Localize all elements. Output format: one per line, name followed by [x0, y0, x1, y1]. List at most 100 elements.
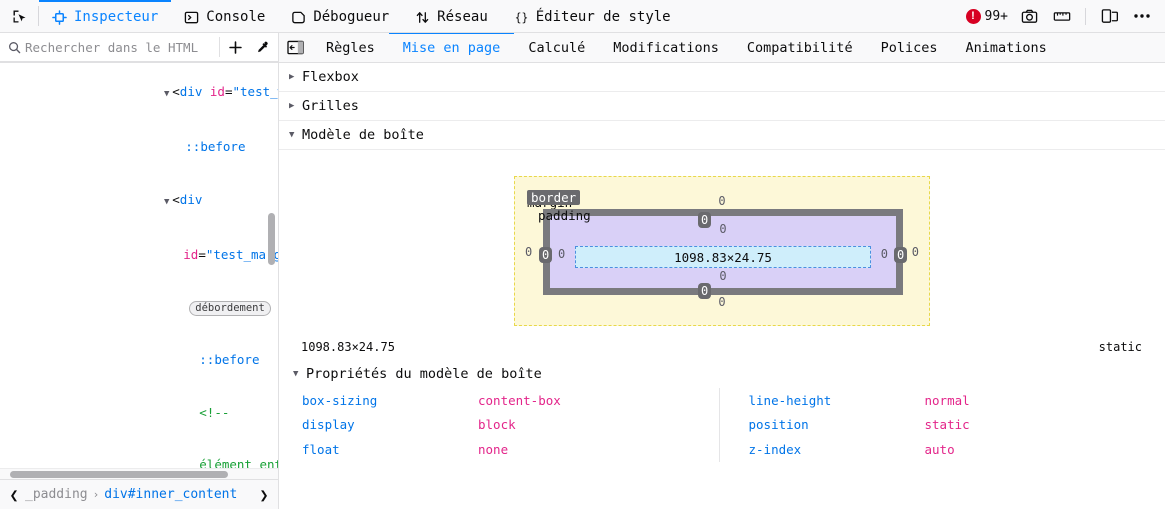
tab-label: Réseau: [437, 9, 488, 25]
box-model-properties-grid: box-sizing content-box display block flo…: [279, 388, 1165, 468]
tab-label: Inspecteur: [74, 9, 159, 25]
overflow-badge[interactable]: débordement: [189, 300, 271, 316]
breadcrumb-current-item[interactable]: div#inner_content: [104, 487, 238, 502]
expand-twisty-icon[interactable]: ▼: [164, 88, 170, 99]
property-name[interactable]: box-sizing: [302, 392, 378, 408]
search-input[interactable]: [21, 39, 219, 55]
three-pane-toggle-icon[interactable]: [279, 33, 312, 62]
tab-debogueur[interactable]: Débogueur: [278, 0, 402, 32]
layout-panel: ▶ Flexbox ▶ Grilles ▼ Modèle de boîte ma…: [279, 63, 1165, 509]
box-model-summary-row: 1098.83×24.75 static: [279, 334, 1165, 358]
devtools-main-toolbar: Inspecteur Console Débogueur: [0, 0, 1165, 33]
dom-search-bar: [0, 33, 279, 62]
margin-left-value[interactable]: 0: [525, 245, 533, 259]
border-bottom-value[interactable]: 0: [698, 283, 712, 299]
dom-tree-panel: ▼<div id="test_wrapper" ::before ▼<div i…: [0, 63, 279, 509]
dom-node-row[interactable]: élément entouré de: [0, 439, 278, 468]
chevron-down-icon[interactable]: ▼: [293, 369, 299, 379]
property-value[interactable]: none: [478, 441, 509, 457]
property-row: display block: [302, 413, 719, 438]
subtab-modifications[interactable]: Modifications: [599, 32, 733, 62]
subtab-compatibilite[interactable]: Compatibilité: [733, 32, 867, 62]
summary-position: static: [1098, 340, 1142, 354]
margin-top-value[interactable]: 0: [718, 194, 726, 208]
box-model-padding-region[interactable]: 1098.83×24.75 0 0 0 0: [550, 216, 896, 288]
tab-inspecteur[interactable]: Inspecteur: [39, 0, 172, 32]
property-value[interactable]: static: [924, 417, 970, 433]
style-editor-icon: {}: [514, 10, 529, 25]
box-model-border-region[interactable]: 1098.83×24.75 0 0 0 0: [543, 209, 903, 295]
dom-node-row[interactable]: ▼<div: [0, 173, 278, 229]
summary-size: 1098.83×24.75: [301, 340, 395, 354]
eyedropper-icon[interactable]: [249, 35, 276, 59]
subtab-mise-en-page[interactable]: Mise en page: [388, 32, 515, 62]
property-name[interactable]: line-height: [748, 392, 832, 408]
dom-node-row[interactable]: id="test_margin_padd: [183, 247, 278, 262]
subtab-calcule[interactable]: Calculé: [514, 32, 599, 62]
expand-twisty-icon[interactable]: ▼: [164, 196, 170, 207]
property-value[interactable]: block: [478, 417, 516, 433]
dom-node-row[interactable]: ::before: [0, 121, 278, 174]
tab-reseau[interactable]: Réseau: [402, 0, 501, 32]
box-model-margin-region[interactable]: margin 0 0 0 0 1098.83×24.75 0 0 0: [514, 176, 930, 326]
tab-editeur-de-style[interactable]: {} Éditeur de style: [501, 0, 684, 32]
property-row: box-sizing content-box: [302, 388, 719, 413]
box-model-content-region[interactable]: 1098.83×24.75: [575, 246, 871, 268]
toolbar-divider: [38, 6, 39, 26]
toolbar-divider: [1085, 7, 1086, 25]
breadcrumb-truncated-item[interactable]: _padding: [25, 487, 88, 502]
border-left-value[interactable]: 0: [539, 247, 553, 263]
padding-top-value[interactable]: 0: [719, 222, 727, 236]
chevron-left-icon[interactable]: ❮: [9, 485, 19, 504]
tab-console[interactable]: Console: [171, 0, 278, 32]
meatball-menu-icon[interactable]: [1130, 4, 1154, 28]
properties-column-left: box-sizing content-box display block flo…: [279, 388, 719, 462]
dom-node-row[interactable]: <!--: [0, 386, 278, 439]
padding-left-value[interactable]: 0: [558, 247, 566, 261]
svg-text:{}: {}: [514, 11, 528, 24]
property-name[interactable]: display: [302, 417, 355, 433]
property-name[interactable]: float: [302, 441, 340, 457]
plus-icon[interactable]: [222, 35, 249, 59]
comment-text: <!--: [199, 404, 230, 420]
subtab-regles[interactable]: Règles: [312, 32, 389, 62]
chevron-right-icon[interactable]: ▶: [289, 101, 295, 111]
search-icon: [8, 41, 21, 54]
property-name[interactable]: z-index: [748, 441, 802, 457]
accordion-grilles[interactable]: ▶ Grilles: [279, 92, 1165, 121]
property-row: position static: [749, 413, 1165, 438]
camera-icon[interactable]: [1017, 4, 1041, 28]
subtab-animations[interactable]: Animations: [951, 32, 1060, 62]
dom-node-row[interactable]: débordement: [0, 281, 278, 334]
toolbar-right-controls: ! 99+: [965, 0, 1165, 32]
box-model-properties-header[interactable]: ▼ Propriétés du modèle de boîte: [279, 358, 1165, 388]
properties-header-label: Propriétés du modèle de boîte: [306, 366, 542, 382]
dom-node-row[interactable]: ::before: [0, 334, 278, 387]
padding-right-value[interactable]: 0: [880, 247, 888, 261]
dom-tree-vertical-scrollbar[interactable]: [268, 213, 275, 265]
accordion-flexbox[interactable]: ▶ Flexbox: [279, 63, 1165, 92]
chevron-right-icon[interactable]: ▶: [289, 72, 295, 82]
chevron-down-icon[interactable]: ▼: [289, 130, 295, 140]
padding-bottom-value[interactable]: 0: [719, 269, 727, 283]
property-value[interactable]: normal: [924, 392, 970, 408]
property-name[interactable]: position: [748, 417, 809, 433]
responsive-mode-icon[interactable]: [1097, 4, 1121, 28]
content-size-label: 1098.83×24.75: [674, 249, 772, 265]
accordion-modele-de-boite[interactable]: ▼ Modèle de boîte: [279, 121, 1165, 150]
margin-bottom-value[interactable]: 0: [718, 295, 726, 309]
dom-tree-scroll-area[interactable]: ▼<div id="test_wrapper" ::before ▼<div i…: [0, 63, 278, 469]
element-picker-icon[interactable]: [0, 0, 38, 32]
ruler-icon[interactable]: [1050, 4, 1074, 28]
subtab-polices[interactable]: Polices: [867, 32, 952, 62]
property-value[interactable]: auto: [924, 441, 955, 457]
dom-node-row[interactable]: ▼<div id="test_wrapper": [0, 65, 278, 121]
margin-right-value[interactable]: 0: [911, 245, 919, 259]
border-top-value[interactable]: 0: [698, 212, 712, 228]
dom-tree-horizontal-scrollbar[interactable]: [10, 471, 228, 478]
property-value[interactable]: content-box: [478, 392, 561, 408]
chevron-right-icon[interactable]: ❯: [259, 485, 269, 504]
error-count-badge[interactable]: ! 99+: [965, 8, 1008, 24]
border-right-value[interactable]: 0: [894, 247, 908, 263]
error-count-label: 99+: [984, 8, 1008, 24]
